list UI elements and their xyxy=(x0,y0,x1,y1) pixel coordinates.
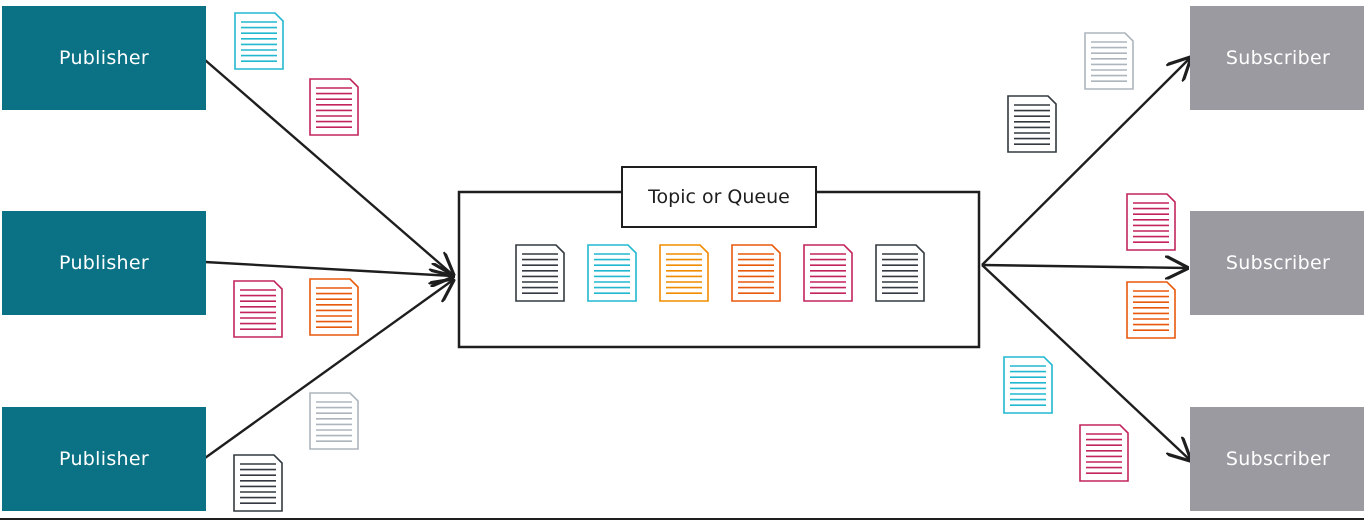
doc-subscriber-3-b-icon xyxy=(1079,424,1129,482)
publisher-1: Publisher xyxy=(2,6,206,110)
doc-queue-6-icon xyxy=(875,244,925,302)
publisher-2-label: Publisher xyxy=(59,252,149,274)
topic-label: Topic or Queue xyxy=(648,186,790,208)
doc-publisher-2-b-icon xyxy=(309,278,359,336)
doc-queue-1-icon xyxy=(515,244,565,302)
arrow-publisher-3-to-queue xyxy=(204,280,453,459)
doc-subscriber-2-a-icon xyxy=(1126,193,1176,251)
topic-label-box: Topic or Queue xyxy=(621,166,817,228)
doc-publisher-1-a-icon xyxy=(234,12,284,70)
subscriber-2: Subscriber xyxy=(1190,211,1364,315)
subscriber-2-label: Subscriber xyxy=(1225,252,1331,274)
doc-subscriber-3-a-icon xyxy=(1003,356,1053,414)
subscriber-3-label: Subscriber xyxy=(1225,448,1331,470)
message-documents xyxy=(233,12,1176,512)
publisher-3: Publisher xyxy=(2,407,206,511)
arrow-queue-to-subscriber-3 xyxy=(981,264,1190,460)
publisher-2: Publisher xyxy=(2,211,206,315)
subscriber-1-label: Subscriber xyxy=(1225,47,1331,69)
doc-queue-5-icon xyxy=(803,244,853,302)
subscriber-1: Subscriber xyxy=(1190,6,1364,110)
publisher-1-label: Publisher xyxy=(59,47,149,69)
doc-subscriber-2-b-icon xyxy=(1126,281,1176,339)
arrow-publisher-2-to-queue xyxy=(204,260,453,276)
doc-queue-3-icon xyxy=(659,244,709,302)
doc-publisher-1-b-icon xyxy=(309,78,359,136)
doc-subscriber-1-b-icon xyxy=(1007,95,1057,153)
arrow-queue-to-subscriber-2 xyxy=(981,265,1187,268)
arrow-publisher-1-to-queue xyxy=(204,59,453,275)
doc-publisher-3-a-icon xyxy=(309,392,359,450)
doc-publisher-2-a-icon xyxy=(233,280,283,338)
arrow-queue-to-subscriber-1 xyxy=(981,58,1190,266)
publisher-3-label: Publisher xyxy=(59,448,149,470)
doc-publisher-3-b-icon xyxy=(233,454,283,512)
doc-queue-4-icon xyxy=(731,244,781,302)
doc-subscriber-1-a-icon xyxy=(1084,32,1134,90)
subscriber-3: Subscriber xyxy=(1190,407,1364,511)
doc-queue-2-icon xyxy=(587,244,637,302)
